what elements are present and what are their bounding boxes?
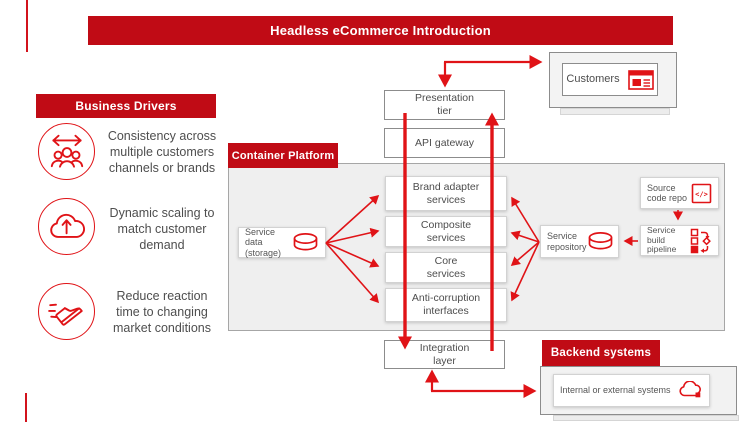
- customers-label: Customers: [566, 73, 620, 85]
- source-code-repo-label: Source code repo: [647, 182, 688, 204]
- code-icon: </>: [691, 183, 712, 203]
- database-icon: [293, 233, 318, 251]
- service-repository-box: Service repository: [540, 225, 619, 258]
- pipeline-icon: [690, 228, 711, 253]
- presentation-tier-box: Presentation tier: [384, 90, 505, 120]
- brand-adapter-services-box: Brand adapter services: [385, 176, 507, 211]
- composite-services-box: Composite services: [385, 216, 507, 247]
- internal-external-systems-box: Internal or external systems: [553, 374, 710, 407]
- slide-edge-line-bottom: [25, 393, 27, 422]
- customers-stacked-sheet: [560, 108, 670, 115]
- cloud-scaling-icon: [49, 213, 85, 238]
- core-services-box: Core services: [385, 252, 507, 283]
- anti-corruption-interfaces-box: Anti-corruption interfaces: [385, 288, 507, 322]
- backend-systems-banner: Backend systems: [542, 340, 660, 366]
- internal-external-systems-label: Internal or external systems: [560, 385, 671, 396]
- slide-edge-line-top: [26, 0, 28, 52]
- driver-text: Dynamic scaling to match customer demand: [109, 206, 215, 252]
- browser-window-icon: [627, 69, 654, 90]
- source-code-repo-box: Source code repo </>: [640, 177, 719, 209]
- customers-box: Customers: [562, 63, 658, 96]
- driver-text: Consistency across multiple customers ch…: [107, 129, 217, 175]
- cloud-icon: [679, 381, 701, 398]
- service-data-box: Service data (storage): [238, 227, 326, 258]
- people-consistency-icon: [50, 134, 83, 168]
- container-platform-banner: Container Platform: [228, 143, 338, 168]
- slide-title-banner: Headless eCommerce Introduction: [88, 16, 673, 45]
- integration-layer-box: Integration layer: [384, 340, 505, 369]
- backend-stacked-sheet: [553, 415, 739, 421]
- service-data-label: Service data (storage): [245, 226, 282, 258]
- service-repository-label: Service repository: [547, 231, 587, 252]
- driver-item: [38, 123, 95, 180]
- driver-item: [38, 283, 95, 340]
- api-gateway-box: API gateway: [384, 128, 505, 158]
- driver-item: [38, 198, 95, 255]
- database-icon: [588, 232, 612, 250]
- svg-text:</>: </>: [695, 190, 708, 198]
- service-build-pipeline-box: Service build pipeline: [640, 225, 719, 256]
- business-drivers-banner: Business Drivers: [36, 94, 216, 118]
- service-build-pipeline-label: Service build pipeline: [647, 224, 677, 255]
- driver-text: Reduce reaction time to changing market …: [113, 289, 211, 335]
- fast-shoe-icon: [47, 303, 83, 326]
